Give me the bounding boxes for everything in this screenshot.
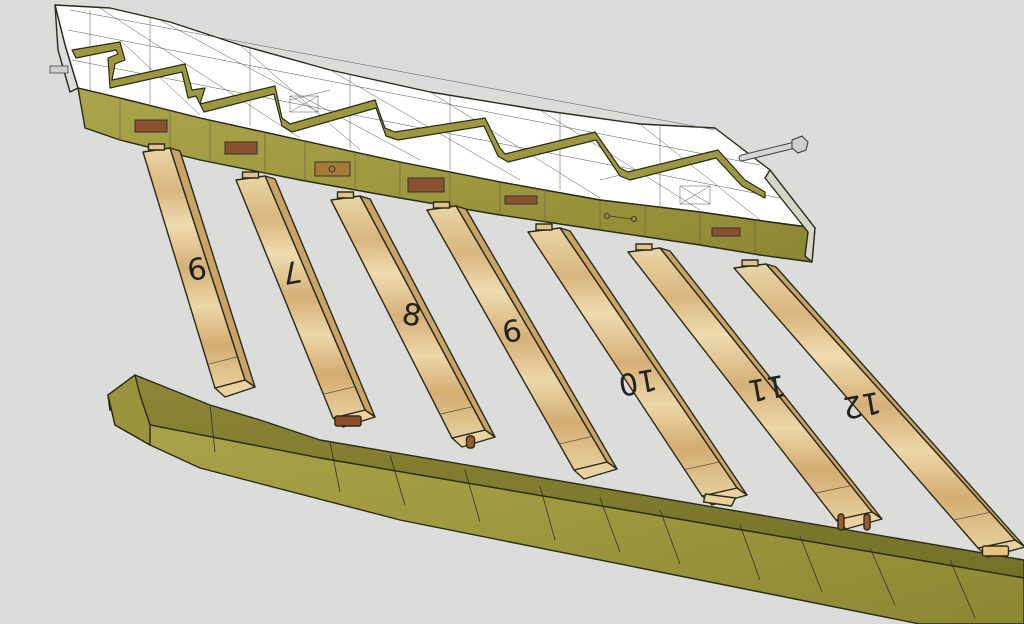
mortise-slots [134, 119, 741, 237]
rib-board-3[interactable]: 8 [330, 191, 496, 449]
rib-shoulder-line [559, 436, 592, 445]
rib-tenon [981, 545, 1010, 557]
rib-top-tab [432, 201, 451, 209]
rib-board-6[interactable]: 11 [627, 243, 883, 531]
bottom-keel-beam[interactable] [107, 374, 1024, 624]
rib-shoulder-line [439, 406, 473, 415]
right-bolt [738, 135, 809, 162]
rib-shoulder-line [207, 356, 238, 365]
top-frame-assembly[interactable] [49, 4, 816, 263]
left-bolt [49, 65, 69, 74]
rib-top-tab [147, 143, 166, 151]
rib-shoulder-line [323, 386, 356, 395]
keel-left-tip [107, 374, 151, 446]
rib-top-tab [336, 191, 355, 199]
rib-board-1[interactable]: 9 [142, 143, 256, 398]
rib-top-face [527, 227, 738, 497]
side-face-seams [119, 98, 756, 254]
rib-shoulder-line [815, 485, 851, 494]
construction-lines [67, 7, 791, 221]
frame-left-end [54, 4, 79, 93]
rib-board-2[interactable]: 7 [235, 171, 376, 428]
rib-dowel-peg [465, 435, 476, 449]
rib-top-tab [535, 223, 553, 231]
rib-shoulder-line [684, 461, 720, 470]
rib-dowel-peg [863, 513, 871, 531]
rib-top-tab [741, 259, 759, 267]
frame-right-end [764, 169, 816, 263]
rib-shoulder-line [953, 512, 991, 521]
rib-board-7[interactable]: 12 [733, 259, 1024, 558]
keel-seams [209, 404, 976, 619]
rib-board-4[interactable]: 9 [426, 201, 618, 480]
inner-zigzag-wall [71, 41, 766, 199]
rib-top-tab [241, 171, 260, 179]
rib-tenon [334, 415, 362, 427]
rib-label: 11 [745, 367, 789, 408]
rib-dowel-peg [837, 513, 845, 531]
rib-label: 10 [616, 361, 660, 402]
rib-label: 12 [840, 384, 884, 425]
rib-notch [702, 493, 737, 507]
rib-board-5[interactable]: 10 [527, 223, 748, 507]
rib-top-tab [635, 243, 653, 251]
